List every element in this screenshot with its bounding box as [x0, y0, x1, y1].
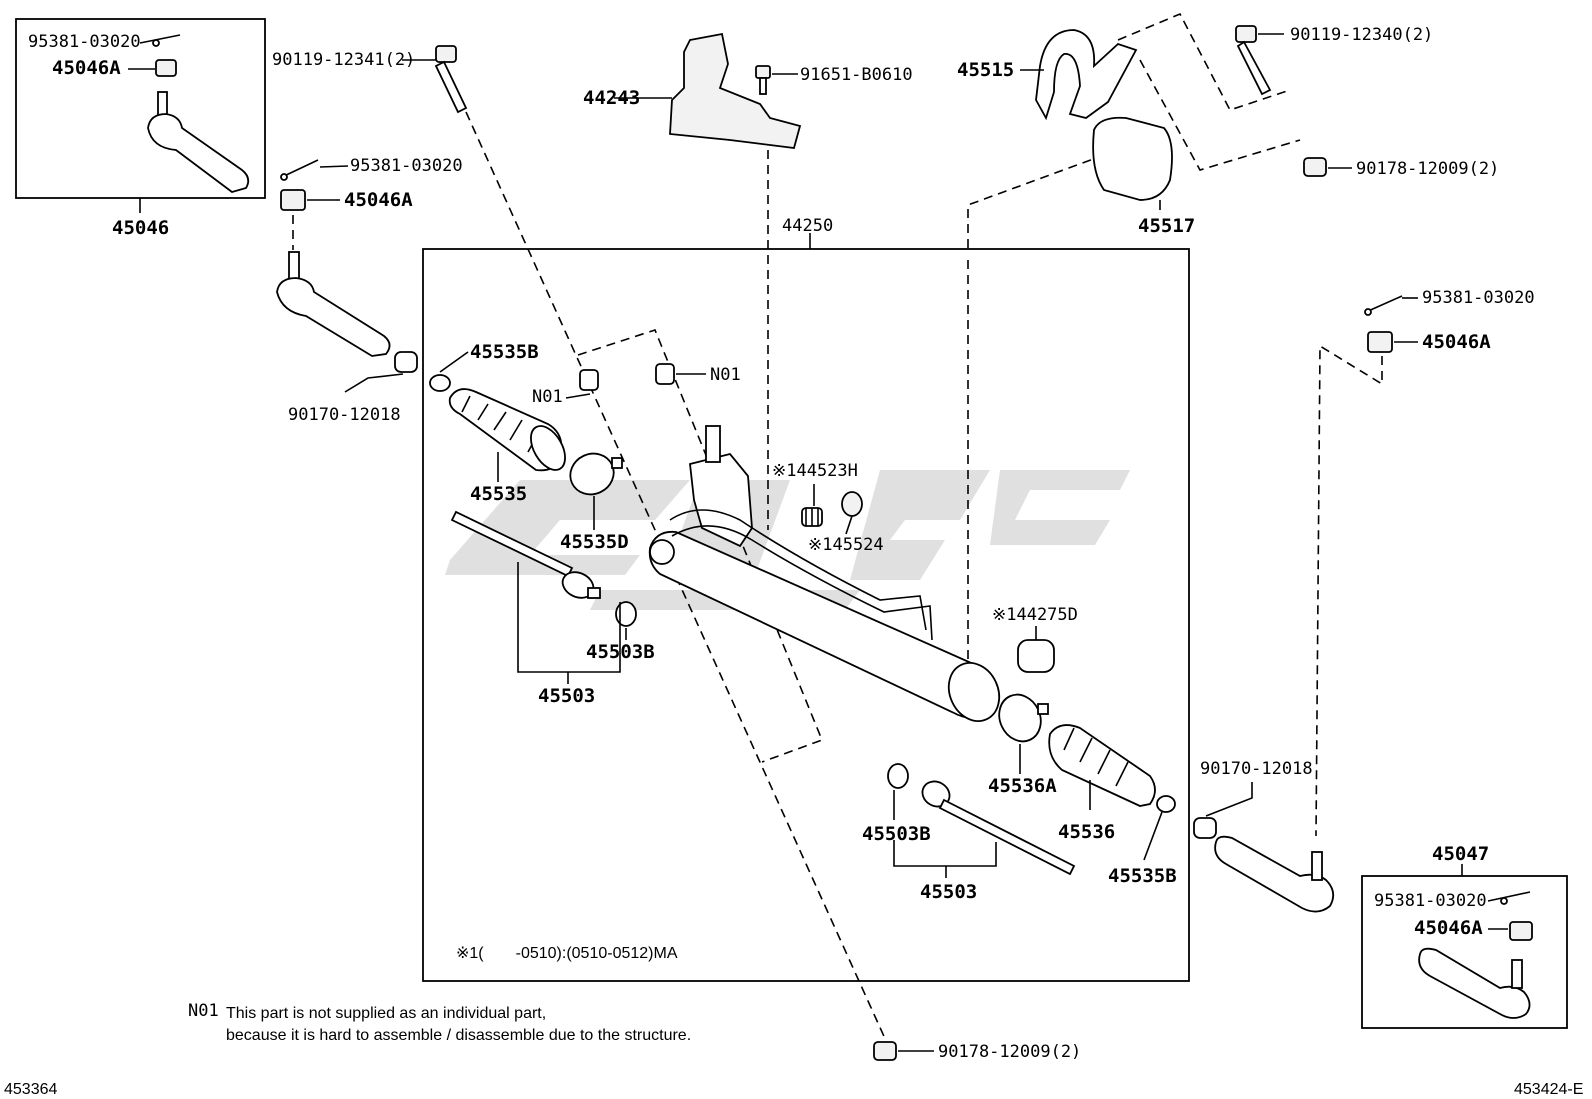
clamp-icon — [429, 374, 451, 392]
label-95381-03020-inset-left: 95381-03020 — [28, 32, 141, 52]
band-clamp-icon — [998, 693, 1049, 743]
inner-tie-rod-icon — [921, 780, 1076, 876]
castle-nut-icon — [1509, 921, 1533, 941]
inner-tie-rod-icon — [450, 510, 601, 599]
bushing-n01-icon — [579, 369, 599, 391]
tie-rod-end-icon — [147, 91, 250, 193]
stabilizer-bracket-icon — [1035, 29, 1138, 121]
bolt-icon — [1235, 25, 1272, 96]
label-N01-b: N01 — [710, 365, 741, 385]
heat-shield-icon — [669, 32, 802, 149]
cotter-pin-icon — [1364, 295, 1403, 316]
drawing-number-right: 453424-E — [1514, 1081, 1583, 1098]
label-45536: 45536 — [1058, 821, 1115, 843]
label-45046A-inset-right: 45046A — [1414, 917, 1483, 939]
tie-rod-end-icon — [1214, 835, 1335, 913]
label-45535D: 45535D — [560, 531, 629, 553]
stabilizer-bushing-icon — [1092, 116, 1173, 201]
tie-rod-end-icon — [276, 251, 391, 357]
remark-text: ※1( -0510):(0510-0512)MA — [456, 945, 678, 962]
label-45046A-inset-left: 45046A — [52, 57, 121, 79]
label-44523H: ※144523H — [772, 461, 858, 481]
label-45515: 45515 — [957, 59, 1014, 81]
label-91651-B0610: 91651-B0610 — [800, 65, 913, 85]
label-90119-12340: 90119-12340(2) — [1290, 25, 1433, 45]
label-90119-12341: 90119-12341(2) — [272, 50, 415, 70]
label-45046A-right: 45046A — [1422, 331, 1491, 353]
bushing-icon — [1193, 817, 1217, 839]
assembly-frame-44250 — [422, 248, 1190, 982]
inset-box-45047 — [1361, 875, 1568, 1029]
label-45503-left: 45503 — [538, 685, 595, 707]
note-code: N01 — [188, 1001, 219, 1021]
label-45535: 45535 — [470, 483, 527, 505]
label-95381-03020-inset-right: 95381-03020 — [1374, 891, 1487, 911]
band-clamp-icon — [569, 452, 623, 496]
cotter-pin-icon — [280, 159, 319, 181]
label-45046A-left: 45046A — [344, 189, 413, 211]
label-95381-03020-left: 95381-03020 — [350, 156, 463, 176]
label-45503B-right: 45503B — [862, 823, 931, 845]
drawing-number-left: 453364 — [4, 1081, 57, 1098]
lock-washer-icon — [887, 763, 909, 789]
spring-icon — [801, 507, 823, 527]
castle-nut-icon — [280, 189, 306, 211]
label-45524: ※145524 — [808, 535, 884, 555]
housing-bushing-icon — [1017, 639, 1055, 673]
label-90170-12018-right: 90170-12018 — [1200, 759, 1313, 779]
adjusting-cap-icon — [841, 491, 863, 517]
rack-boot-icon — [1048, 724, 1156, 807]
label-95381-03020-right: 95381-03020 — [1422, 288, 1535, 308]
label-45536A: 45536A — [988, 775, 1057, 797]
label-44243: 44243 — [583, 87, 640, 109]
lock-washer-icon — [615, 601, 637, 627]
clamp-icon — [1156, 795, 1176, 813]
castle-nut-icon — [1367, 331, 1393, 353]
castle-nut-icon — [155, 59, 177, 77]
label-45503-right: 45503 — [920, 881, 977, 903]
label-45535B-right: 45535B — [1108, 865, 1177, 887]
label-N01-a: N01 — [532, 387, 563, 407]
label-45535B-left: 45535B — [470, 341, 539, 363]
label-90178-12009-top: 90178-12009(2) — [1356, 159, 1499, 179]
assembly-label: 44250 — [782, 216, 833, 236]
rack-and-pinion-housing-icon — [648, 425, 1001, 722]
label-45047-box: 45047 — [1432, 843, 1489, 865]
bolt-icon — [755, 65, 771, 95]
label-90170-12018-left: 90170-12018 — [288, 405, 401, 425]
label-44275D: ※144275D — [992, 605, 1078, 625]
label-90178-12009-bottom: 90178-12009(2) — [938, 1042, 1081, 1062]
flange-nut-icon — [873, 1041, 897, 1061]
flange-nut-icon — [1303, 157, 1327, 177]
bolt-icon — [434, 45, 468, 114]
bushing-n01-icon — [655, 363, 675, 385]
tie-rod-end-icon — [1418, 947, 1531, 1019]
bushing-icon — [394, 351, 418, 373]
note-line-1: This part is not supplied as an individu… — [226, 1005, 546, 1022]
label-45046-box: 45046 — [112, 217, 169, 239]
note-line-2: because it is hard to assemble / disasse… — [226, 1027, 691, 1044]
rack-boot-icon — [448, 388, 566, 472]
label-45517: 45517 — [1138, 215, 1195, 237]
